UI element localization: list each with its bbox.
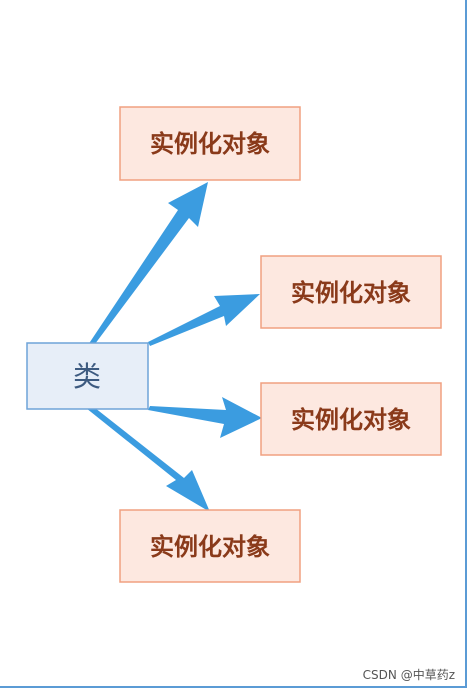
arrow-to-instance-3 bbox=[148, 397, 262, 438]
watermark: CSDN @中草药z bbox=[362, 668, 455, 682]
instance-box bbox=[119, 106, 301, 181]
arrow-to-instance-2 bbox=[148, 294, 260, 346]
instance-node-1: 实例化对象 bbox=[119, 106, 301, 181]
instance-box bbox=[119, 509, 301, 583]
instance-box bbox=[260, 255, 442, 329]
class-box bbox=[26, 342, 149, 410]
instance-node-4: 实例化对象 bbox=[119, 509, 301, 583]
instance-label: 实例化对象 bbox=[291, 405, 411, 434]
instance-node-2: 实例化对象 bbox=[260, 255, 442, 329]
arrow-to-instance-4 bbox=[86, 404, 210, 512]
instance-box bbox=[260, 382, 442, 456]
class-label: 类 bbox=[73, 360, 101, 393]
instance-node-3: 实例化对象 bbox=[260, 382, 442, 456]
instance-label: 实例化对象 bbox=[150, 129, 270, 158]
arrow-to-instance-1 bbox=[88, 182, 208, 348]
class-node: 类 bbox=[26, 342, 149, 410]
instance-label: 实例化对象 bbox=[291, 278, 411, 307]
instance-label: 实例化对象 bbox=[150, 532, 270, 561]
arrows bbox=[86, 182, 262, 512]
